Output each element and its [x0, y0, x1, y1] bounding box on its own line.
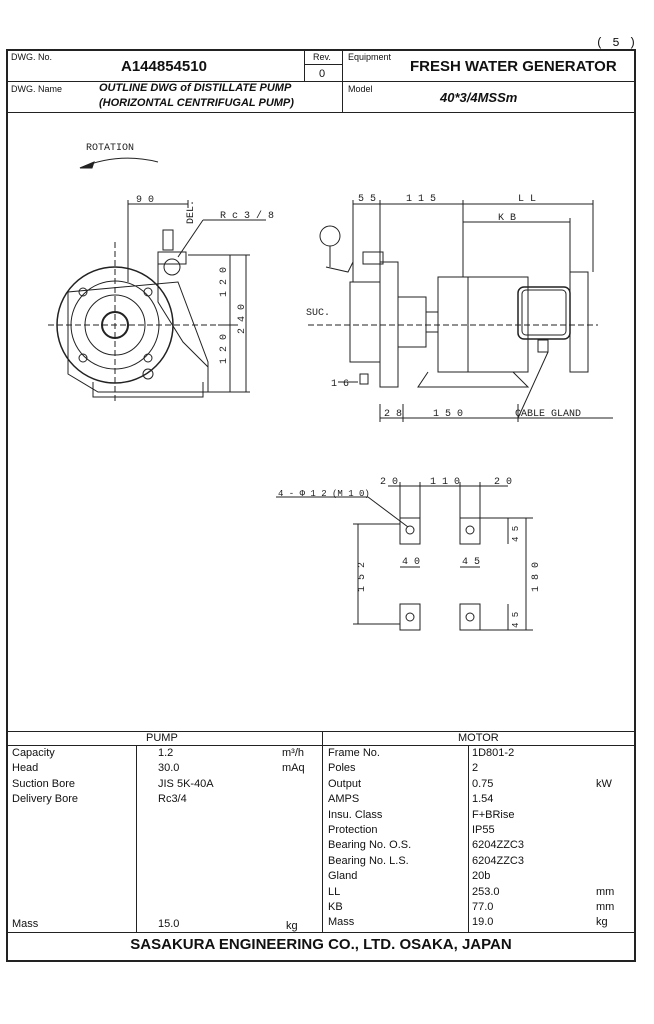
dwg-name-label: DWG. Name [11, 84, 63, 94]
outline-drawing: ROTATION 9 0 DEL. R c 3 / 8 1 2 0 2 4 0 … [48, 143, 613, 631]
dim-20a: 2 0 [380, 477, 398, 488]
motor-row-label: AMPS [328, 793, 360, 806]
dim-55: 5 5 [358, 194, 376, 205]
rotation-label: ROTATION [86, 143, 134, 154]
dim-28: 2 8 [384, 409, 402, 420]
motor-row-value: 6204ZZC3 [472, 854, 524, 867]
company-footer: SASAKURA ENGINEERING CO., LTD. OSAKA, JA… [130, 936, 512, 953]
motor-row-label: Output [328, 777, 362, 790]
motor-row-value: 253.0 [472, 885, 500, 898]
motor-row-label: Poles [328, 762, 356, 775]
motor-row-unit: mm [596, 885, 615, 898]
pump-col-divider [136, 745, 137, 932]
equipment-divider [342, 49, 343, 112]
dwg-no-label: DWG. No. [11, 52, 53, 62]
rev-label: Rev. [313, 52, 331, 62]
spec-top-line [6, 731, 636, 732]
pump-row-unit: m³/h [282, 747, 304, 759]
pump-row-value: 30.0 [158, 762, 180, 775]
motor-row-value: 1D801-2 [472, 747, 515, 759]
motor-row-value: F+BRise [472, 808, 515, 821]
motor-row-value: IP55 [472, 824, 495, 836]
dim-115: 1 1 5 [406, 194, 436, 205]
dim-16: 1 6 [331, 379, 349, 390]
dwg-name-line1: OUTLINE DWG of DISTILLATE PUMP [99, 82, 292, 94]
dim-45b: 4 5 [462, 557, 480, 568]
dim-240: 2 4 0 [237, 304, 248, 334]
dim-180: 1 8 0 [531, 562, 542, 592]
motor-row-value: 2 [472, 762, 479, 775]
pump-row-value: JIS 5K-40A [158, 777, 214, 790]
dim-150: 1 5 0 [433, 409, 463, 420]
dim-20b: 2 0 [494, 477, 512, 488]
dim-90: 9 0 [136, 195, 154, 206]
motor-row-label: LL [328, 885, 341, 898]
dim-40: 4 0 [402, 557, 420, 568]
rev-divider-left [304, 49, 305, 81]
pump-row-label: Capacity [12, 747, 55, 759]
dwg-name-line2: (HORIZONTAL CENTRIFUGAL PUMP) [99, 97, 294, 109]
motor-row-label: Gland [328, 870, 358, 883]
dim-110: 1 1 0 [430, 477, 460, 488]
dim-kb: K B [498, 213, 516, 224]
motor-row-label: Mass [328, 916, 355, 929]
pump-row-value: 1.2 [158, 747, 174, 759]
motor-col-divider [468, 745, 469, 932]
dim-ll: L L [518, 194, 536, 205]
pump-row-label: Head [12, 762, 39, 775]
cable-gland-label: CABLE GLAND [515, 409, 581, 420]
motor-row-value: 19.0 [472, 916, 494, 929]
pump-title: PUMP [146, 732, 178, 744]
motor-row-unit: kg [596, 916, 608, 929]
dim-120a: 1 2 0 [219, 267, 230, 297]
holes-label: 4 - Φ 1 2 (M 1 0) [278, 489, 370, 499]
motor-row-label: Frame No. [328, 747, 380, 759]
title-bottom-line [6, 112, 636, 113]
spec-bottom-line [6, 932, 636, 933]
equipment-value: FRESH WATER GENERATOR [410, 58, 617, 75]
dwg-no: A144854510 [121, 58, 207, 75]
motor-row-label: Bearing No. O.S. [328, 839, 412, 852]
model-label: Model [348, 84, 373, 94]
spec-header-line [6, 745, 636, 746]
motor-row-label: KB [328, 901, 343, 913]
motor-row-label: Protection [328, 824, 378, 836]
pump-row-label: Suction Bore [12, 777, 75, 790]
motor-row-label: Bearing No. L.S. [328, 854, 409, 867]
page-number: ( 5 ) [596, 36, 638, 50]
dim-120b: 1 2 0 [219, 334, 230, 364]
pump-mass-value: 15.0 [158, 918, 180, 930]
motor-row-value: 1.54 [472, 793, 494, 806]
title-divider [6, 81, 636, 82]
motor-row-label: Insu. Class [328, 808, 383, 821]
model-value: 40*3/4MSSm [440, 90, 518, 105]
motor-row-unit: mm [596, 901, 615, 913]
dim-45c: 4 5 [511, 612, 521, 628]
pump-row-value: Rc3/4 [158, 793, 187, 806]
rc38-label: R c 3 / 8 [220, 210, 274, 222]
suc-label: SUC. [306, 308, 330, 319]
pump-row-label: Delivery Bore [12, 793, 79, 806]
dim-45a: 4 5 [511, 526, 521, 542]
drawing-sheet [6, 49, 636, 962]
motor-row-value: 20b [472, 870, 491, 883]
spec-mid-divider [322, 731, 323, 932]
pump-mass-unit: kg [286, 920, 298, 932]
pump-row-unit: mAq [282, 762, 305, 775]
equipment-label: Equipment [348, 52, 392, 62]
rev-value: 0 [319, 68, 326, 80]
motor-row-unit: kW [596, 777, 612, 790]
motor-row-value: 6204ZZC3 [472, 839, 524, 852]
dim-152: 1 5 2 [357, 562, 368, 592]
rev-divider-mid [304, 64, 342, 65]
pump-mass-label: Mass [12, 918, 39, 930]
motor-row-value: 77.0 [472, 901, 494, 913]
del-label: DEL. [186, 200, 197, 224]
motor-title: MOTOR [458, 732, 499, 744]
motor-row-value: 0.75 [472, 777, 494, 790]
